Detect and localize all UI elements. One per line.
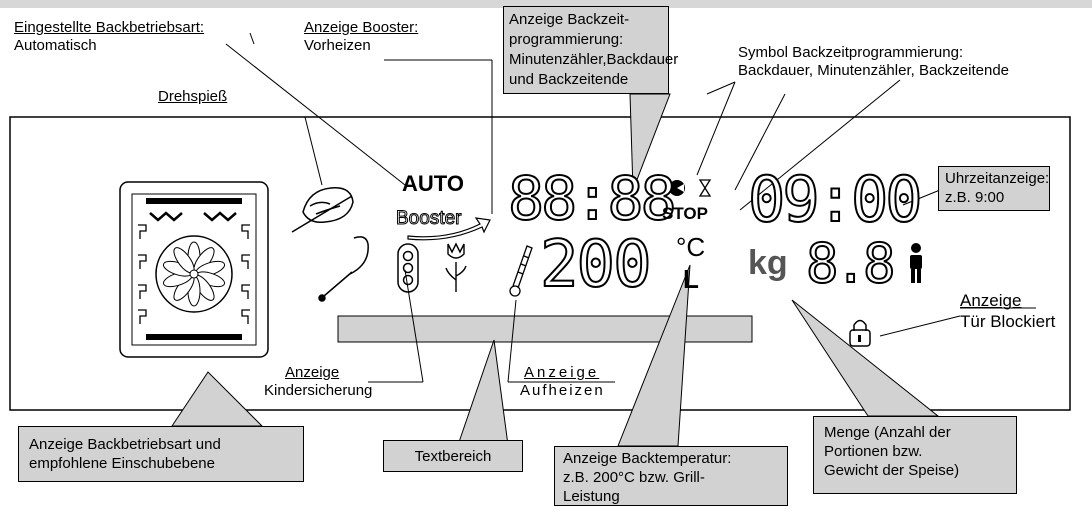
minute-timer-clock-icon bbox=[669, 180, 685, 196]
label-aufheizen-title: Anzeige bbox=[524, 364, 600, 381]
stop-indicator: STOP bbox=[662, 204, 708, 223]
label-aufheizen-value: Aufheizen bbox=[520, 382, 605, 399]
display-panel bbox=[9, 116, 1071, 411]
person-portion-icon bbox=[910, 243, 922, 283]
callout-textbereich: Textbereich bbox=[383, 440, 523, 472]
label-backbetriebsart-title: Eingestellte Backbetriebsart: bbox=[14, 19, 205, 36]
celsius-unit: °C bbox=[676, 232, 706, 262]
label-tuer-value: Tür Blockiert bbox=[960, 312, 1056, 331]
child-lock-icon bbox=[397, 243, 419, 293]
shelf-level-left-icon bbox=[138, 224, 147, 324]
booster-arrow-icon bbox=[407, 217, 491, 241]
label-kinder-value: Kindersicherung bbox=[264, 382, 373, 399]
label-booster-value: Vorheizen bbox=[304, 37, 371, 54]
label-backbetriebsart-value: Automatisch bbox=[14, 37, 97, 54]
label-booster-title: Anzeige Booster: bbox=[304, 19, 419, 36]
temperature-digits: 200 bbox=[539, 228, 653, 302]
weight-digits: 8.8 bbox=[805, 232, 897, 295]
kg-unit: kg bbox=[748, 244, 788, 282]
hourglass-icon bbox=[698, 179, 712, 197]
booster-indicator: Booster bbox=[395, 208, 462, 230]
timer-digits: 88:88 bbox=[507, 164, 678, 234]
shelf-level-right-icon bbox=[241, 224, 250, 324]
meat-probe-icon bbox=[318, 236, 369, 302]
tulip-icon bbox=[445, 242, 467, 292]
callout-pointers bbox=[171, 93, 940, 447]
label-symbol-title: Symbol Backzeitprogrammierung: bbox=[738, 44, 964, 61]
door-lock-icon bbox=[849, 319, 871, 347]
label-symbol-value: Backdauer, Minutenzähler, Backzeitende bbox=[738, 62, 1010, 79]
clock-digits: 09:00 bbox=[747, 163, 924, 236]
label-tuer-title: Anzeige bbox=[960, 291, 1022, 310]
label-kinder-title: Anzeige bbox=[285, 364, 340, 381]
top-strip bbox=[0, 0, 1092, 8]
heating-thermometer-icon bbox=[509, 245, 533, 297]
text-area bbox=[337, 315, 753, 343]
label-drehspiess: Drehspieß bbox=[158, 88, 228, 105]
grill-level-unit: L bbox=[683, 264, 699, 294]
top-heat-icon bbox=[149, 211, 183, 222]
oven-mode-indicator bbox=[119, 181, 269, 358]
rotisserie-icon bbox=[291, 187, 354, 233]
callout-backtemperatur: Anzeige Backtemperatur: z.B. 200°C bzw. … bbox=[554, 446, 788, 506]
callout-backzeit-programmierung: Anzeige Backzeit- programmierung: Minute… bbox=[503, 6, 678, 94]
leader-lines bbox=[225, 32, 1036, 383]
callout-uhrzeitanzeige: Uhrzeitanzeige: z.B. 9:00 bbox=[938, 166, 1050, 211]
auto-indicator: AUTO bbox=[402, 171, 464, 196]
callout-menge: Menge (Anzahl der Portionen bzw. Gewicht… bbox=[813, 416, 1017, 494]
callout-backbetriebsart: Anzeige Backbetriebsart und empfohlene E… bbox=[18, 426, 304, 482]
